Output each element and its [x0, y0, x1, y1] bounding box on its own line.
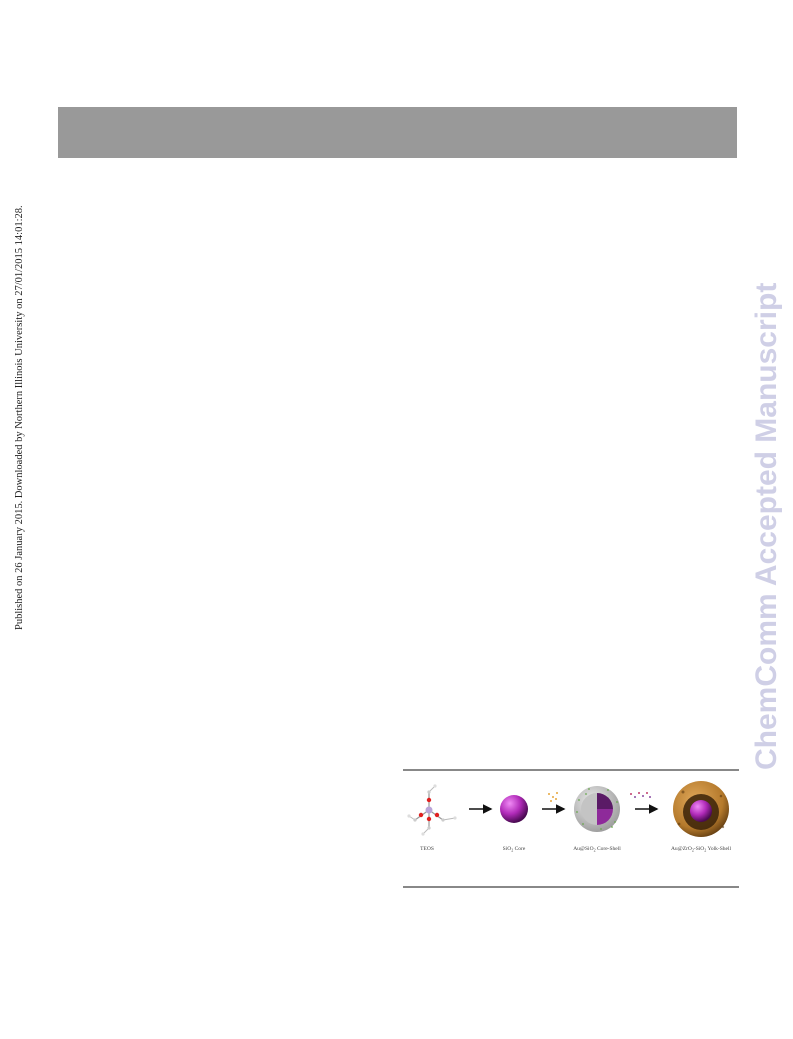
- au-zro2-sio2-yolk-shell: [673, 781, 729, 837]
- zr-precursor-dots: [630, 792, 651, 798]
- teos-molecule: [407, 784, 457, 836]
- caption-teos: TEOS: [420, 846, 434, 852]
- figure-top-rule: [403, 769, 739, 771]
- au-precursor-dots: [548, 792, 558, 802]
- synthesis-scheme-graphic: TEOS SiO2 Core Au@SiO2 Core-Shell Au@ZrO…: [407, 781, 732, 853]
- caption-au-sio2-core-shell: Au@SiO2 Core-Shell: [573, 846, 621, 853]
- header-bar: [58, 107, 737, 158]
- synthesis-scheme-figure: TEOS SiO2 Core Au@SiO2 Core-Shell Au@ZrO…: [403, 772, 739, 884]
- figure-bottom-rule: [403, 886, 739, 888]
- accepted-manuscript-watermark: ChemComm Accepted Manuscript: [750, 282, 783, 770]
- caption-sio2-core: SiO2 Core: [503, 846, 526, 853]
- au-sio2-core-shell: [574, 786, 620, 832]
- publication-note: Published on 26 January 2015. Downloaded…: [14, 205, 25, 630]
- caption-au-zro2-sio2-yolk-shell: Au@ZrO2-SiO2 Yolk-Shell: [671, 846, 732, 853]
- sio2-core-sphere: [500, 795, 528, 823]
